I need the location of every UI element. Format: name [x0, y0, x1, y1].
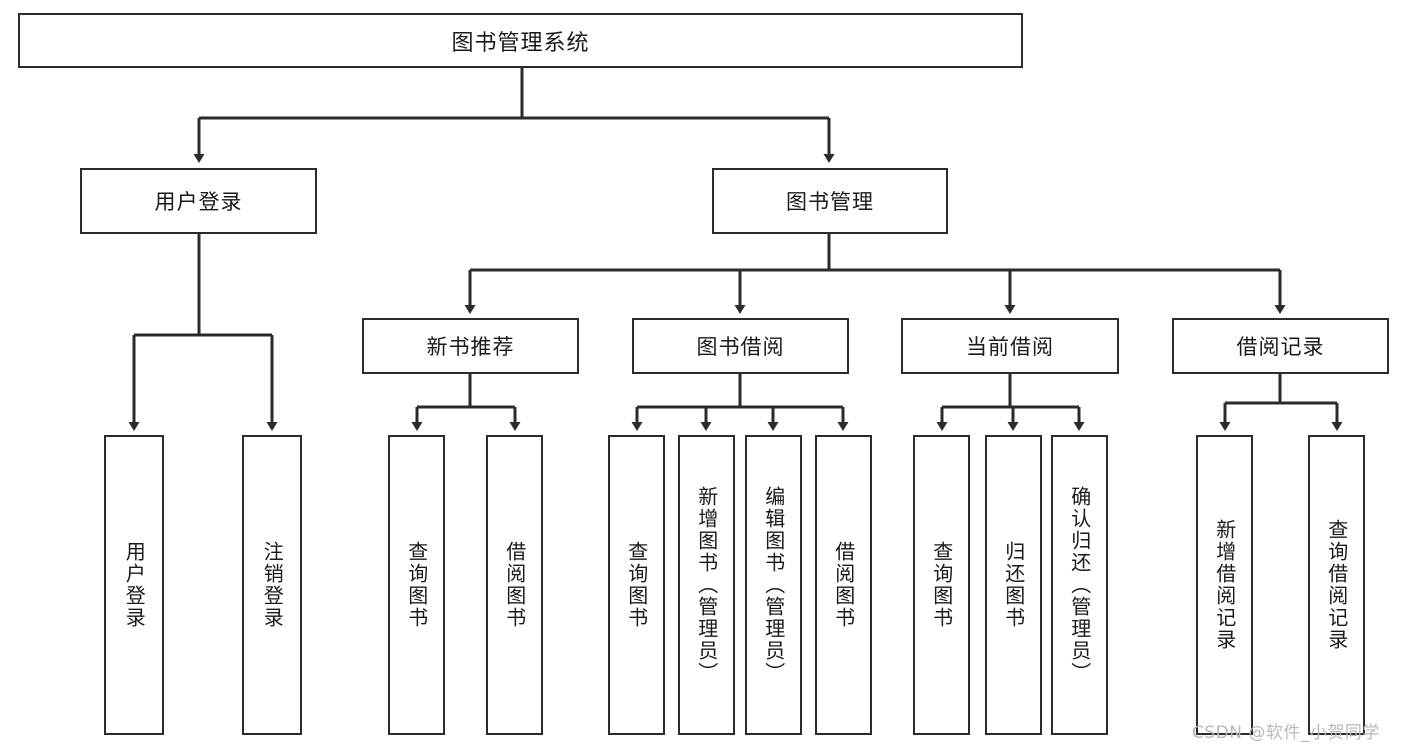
leaf-label: 查询图书 [404, 541, 429, 629]
leaf-add-book-admin[interactable]: 新增图书（管理员） [678, 435, 735, 735]
leaf-label: 用户登录 [122, 541, 147, 629]
node-book-borrow[interactable]: 图书借阅 [632, 318, 849, 374]
node-current-borrow[interactable]: 当前借阅 [901, 318, 1119, 374]
node-current-borrow-label: 当前借阅 [966, 335, 1054, 359]
connector-book-borrow-branch [631, 374, 849, 431]
leaf-label: 借阅图书 [831, 541, 856, 629]
connector-user-login-branch [128, 234, 278, 431]
leaf-query-book-current[interactable]: 查询图书 [913, 435, 970, 735]
leaf-logout-login[interactable]: 注销登录 [242, 435, 302, 735]
leaf-label: 查询图书 [624, 541, 649, 629]
leaf-label: 注销登录 [260, 541, 285, 629]
leaf-user-login[interactable]: 用户登录 [104, 435, 164, 735]
node-book-management-label: 图书管理 [786, 190, 874, 214]
leaf-query-borrow-record[interactable]: 查询借阅记录 [1308, 435, 1365, 735]
node-book-management[interactable]: 图书管理 [712, 168, 948, 234]
leaf-label: 借阅图书 [502, 541, 527, 629]
connector-current-borrow-branch [936, 374, 1085, 431]
leaf-return-book[interactable]: 归还图书 [985, 435, 1042, 735]
leaf-label: 新增借阅记录 [1212, 519, 1237, 651]
watermark: CSDN @软件_小贺同学 [1192, 723, 1380, 743]
node-user-login[interactable]: 用户登录 [80, 168, 317, 234]
leaf-add-borrow-record[interactable]: 新增借阅记录 [1196, 435, 1253, 735]
connector-root-trunk [193, 68, 835, 163]
leaf-borrow-book-new[interactable]: 借阅图书 [486, 435, 543, 735]
leaf-borrow-book[interactable]: 借阅图书 [815, 435, 872, 735]
connector-borrow-record-branch [1219, 374, 1343, 431]
node-user-login-label: 用户登录 [154, 190, 243, 214]
leaf-query-book-new[interactable]: 查询图书 [388, 435, 445, 735]
leaf-label: 归还图书 [1001, 541, 1026, 629]
node-new-book-recommend[interactable]: 新书推荐 [362, 318, 579, 374]
leaf-query-book-borrow[interactable]: 查询图书 [608, 435, 665, 735]
leaf-label: 查询借阅记录 [1324, 519, 1349, 651]
connector-new-book-branch [411, 374, 521, 431]
leaf-edit-book-admin[interactable]: 编辑图书（管理员） [745, 435, 802, 735]
node-book-borrow-label: 图书借阅 [696, 335, 785, 359]
leaf-confirm-return-admin[interactable]: 确认归还（管理员） [1051, 435, 1108, 735]
node-root-label: 图书管理系统 [451, 30, 590, 56]
leaf-label: 新增图书（管理员） [694, 486, 719, 684]
leaf-label: 确认归还（管理员） [1067, 486, 1092, 684]
node-borrow-record[interactable]: 借阅记录 [1172, 318, 1389, 374]
node-root-system[interactable]: 图书管理系统 [18, 13, 1023, 68]
leaf-label: 编辑图书（管理员） [761, 486, 786, 684]
node-borrow-record-label: 借阅记录 [1236, 335, 1325, 359]
leaf-label: 查询图书 [929, 541, 954, 629]
node-new-book-recommend-label: 新书推荐 [426, 335, 515, 359]
connector-book-management-branch [464, 234, 1286, 314]
